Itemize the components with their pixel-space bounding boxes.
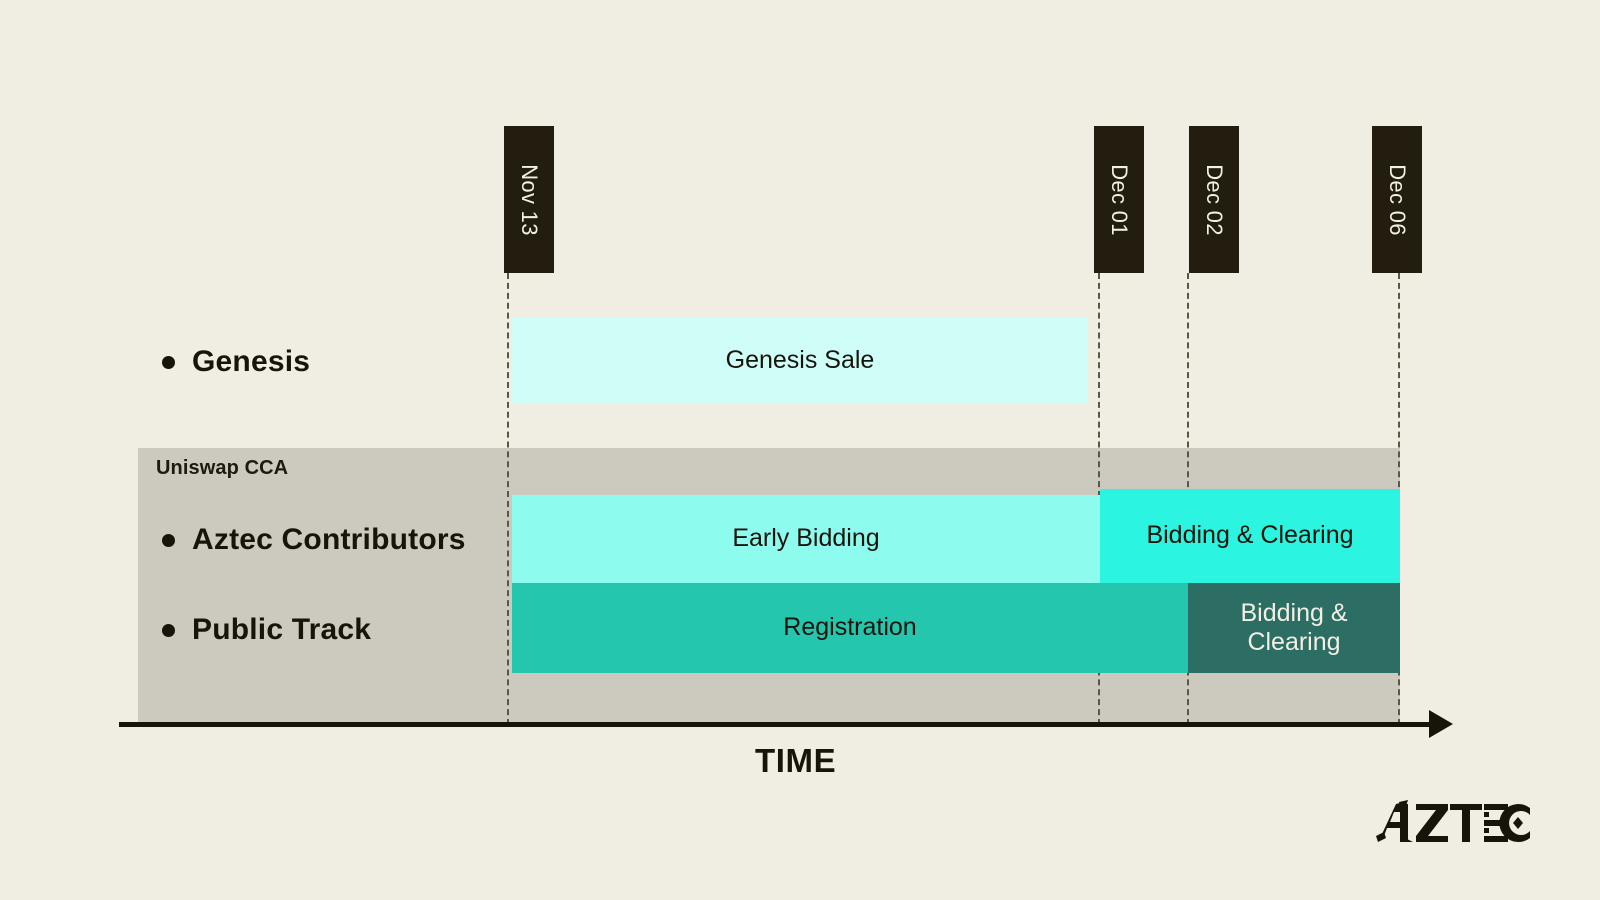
bar-registration: Registration (512, 583, 1188, 673)
guide-line-nov-13 (507, 273, 509, 725)
date-marker-dec-02-label: Dec 02 (1202, 163, 1228, 236)
bar-early-bidding: Early Bidding (512, 495, 1100, 583)
date-marker-dec-01: Dec 01 (1094, 126, 1144, 273)
bar-genesis-sale: Genesis Sale (512, 318, 1088, 404)
uniswap-cca-label: Uniswap CCA (156, 457, 289, 479)
time-axis-title: TIME (755, 742, 837, 779)
bar-public-track-bidding-clearing-line2: Clearing (1247, 628, 1341, 656)
aztec-logo (1372, 798, 1532, 846)
bullet-icon (162, 623, 175, 637)
date-marker-dec-02: Dec 02 (1189, 126, 1239, 273)
row-label-aztec-contributors: Aztec Contributors (162, 518, 466, 562)
row-label-genesis-text: Genesis (192, 345, 311, 378)
date-marker-nov-13-label: Nov 13 (517, 163, 543, 236)
date-marker-dec-06: Dec 06 (1372, 126, 1422, 273)
bullet-icon (162, 533, 175, 547)
date-marker-dec-01-label: Dec 01 (1107, 163, 1133, 236)
bar-aztec-contributors-bidding-clearing: Bidding & Clearing (1100, 489, 1400, 583)
time-axis-line (119, 722, 1439, 727)
time-axis-arrow-icon (1429, 710, 1453, 738)
row-label-aztec-contributors-text: Aztec Contributors (192, 523, 466, 556)
date-marker-dec-06-label: Dec 06 (1385, 163, 1411, 236)
bar-public-track-bidding-clearing-line1: Bidding & (1240, 598, 1348, 627)
row-label-public-track: Public Track (162, 608, 371, 652)
bullet-icon (162, 355, 175, 369)
bar-public-track-bidding-clearing: Bidding & Clearing (1188, 583, 1400, 673)
row-label-public-track-text: Public Track (192, 613, 372, 646)
row-label-genesis: Genesis (162, 340, 310, 384)
date-marker-nov-13: Nov 13 (504, 126, 554, 273)
